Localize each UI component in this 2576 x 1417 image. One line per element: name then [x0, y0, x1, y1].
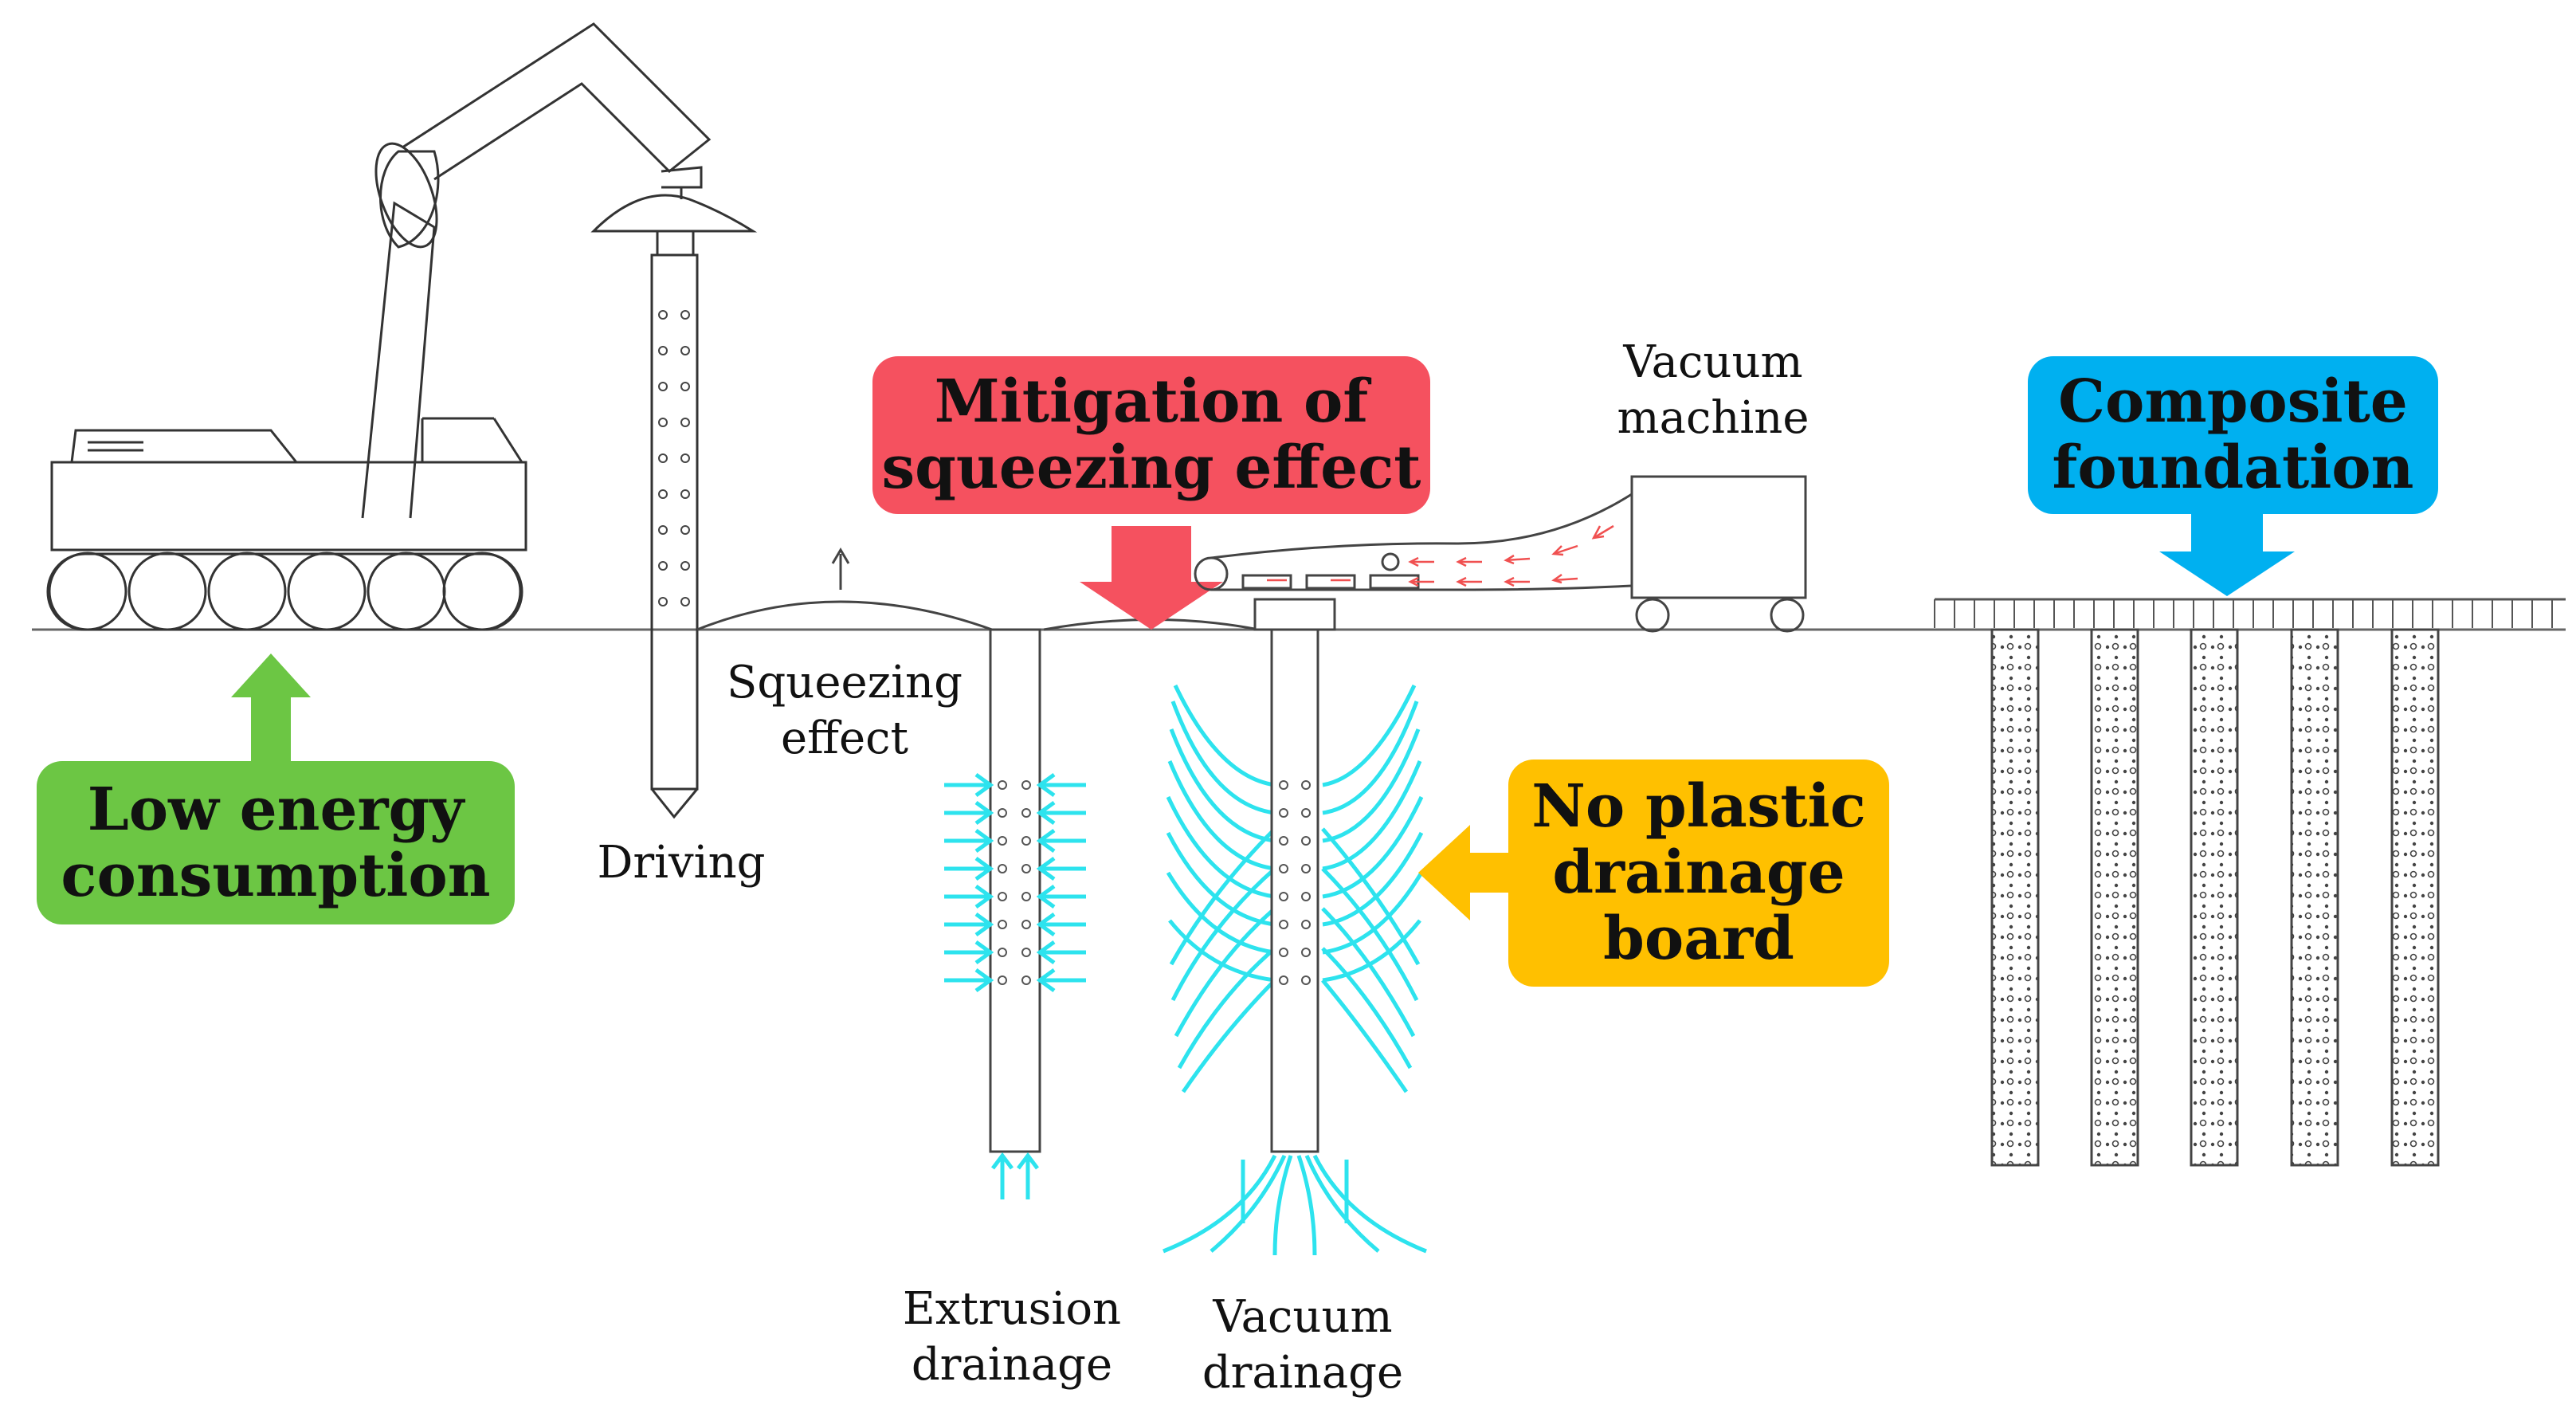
- mitigation-line2: squeezing effect: [881, 434, 1421, 502]
- driving-label-text: Driving: [597, 837, 766, 889]
- extrusion-drainage-label-line2: drainage: [911, 1339, 1113, 1391]
- vacuum-drainage-label-line2: drainage: [1202, 1347, 1404, 1399]
- composite-line1: Composite: [2058, 367, 2408, 437]
- red-arrow: [1080, 526, 1223, 630]
- no-plastic-line3: board: [1603, 904, 1794, 973]
- vacuum-machine-label-line1: Vacuum: [1623, 336, 1803, 388]
- squeezing-effect-label-line2: effect: [781, 712, 908, 764]
- low-energy-callout: Low energy consumption: [37, 761, 515, 924]
- composite-line2: foundation: [2052, 434, 2414, 502]
- extrusion-drainage-label-line1: Extrusion: [902, 1283, 1122, 1335]
- pile-holes: [658, 310, 690, 606]
- squeezing-effect-label: Squeezing effect: [717, 655, 972, 767]
- vacuum-drainage-pile: [1163, 598, 1427, 1256]
- green-arrow: [231, 654, 311, 761]
- yellow-arrow: [1418, 825, 1514, 920]
- suction-flow-arrows: [1267, 524, 1614, 587]
- vacuum-machine-label: Vacuum machine: [1582, 335, 1845, 446]
- vacuum-drainage-label: Vacuum drainage: [1171, 1289, 1434, 1401]
- pile-driving-machine: [46, 22, 758, 819]
- no-plastic-line2: drainage: [1552, 838, 1845, 908]
- composite-foundation: [1934, 598, 2566, 1167]
- driving-label: Driving: [566, 835, 797, 891]
- mitigation-callout: Mitigation of squeezing effect: [872, 356, 1430, 514]
- no-plastic-callout: No plastic drainage board: [1508, 760, 1889, 987]
- vacuum-machine-label-line2: machine: [1617, 392, 1809, 444]
- composite-callout: Composite foundation: [2028, 356, 2438, 514]
- extrusion-drainage-label: Extrusion drainage: [872, 1282, 1151, 1393]
- mitigation-line1: Mitigation of: [934, 367, 1369, 437]
- squeezing-effect-label-line1: Squeezing: [727, 657, 963, 708]
- vacuum-drainage-label-line1: Vacuum: [1213, 1291, 1393, 1343]
- blue-arrow: [2159, 510, 2295, 596]
- low-energy-line1: Low energy: [87, 775, 465, 844]
- extrusion-drainage-pile: [944, 628, 1086, 1199]
- low-energy-line2: consumption: [61, 841, 491, 910]
- no-plastic-line1: No plastic: [1531, 772, 1866, 842]
